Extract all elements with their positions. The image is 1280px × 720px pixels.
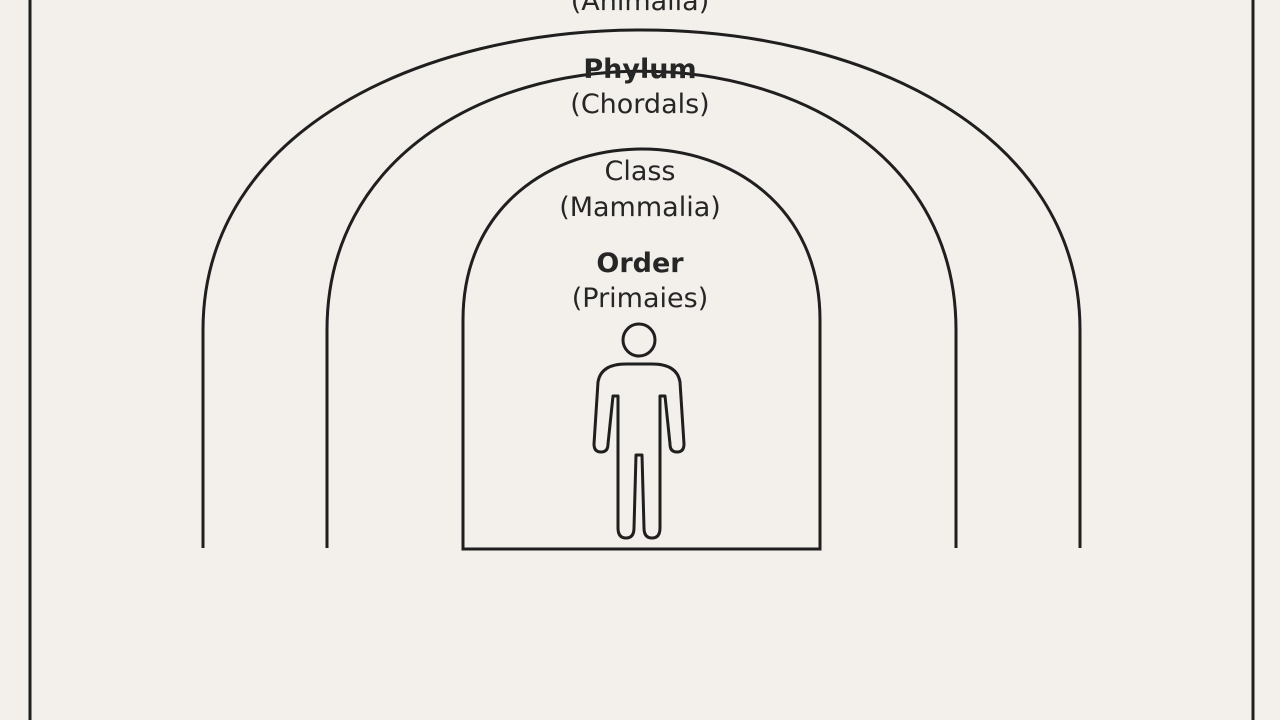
class-arch bbox=[461, 147, 822, 551]
order-rank-label: Order bbox=[596, 248, 684, 279]
kingdom-arch bbox=[201, 28, 1082, 548]
phylum-taxon-label: (Chordals) bbox=[570, 89, 709, 120]
human-figure-icon bbox=[592, 322, 686, 540]
phylum-arch bbox=[325, 69, 958, 548]
class-taxon-label: (Mammalia) bbox=[559, 192, 721, 223]
class-rank-label: Class bbox=[604, 156, 675, 187]
order-taxon-label: (Primaies) bbox=[572, 283, 709, 314]
kingdom-taxon-label: (Animalia) bbox=[571, 0, 710, 17]
phylum-rank-label: Phylum bbox=[583, 54, 696, 85]
